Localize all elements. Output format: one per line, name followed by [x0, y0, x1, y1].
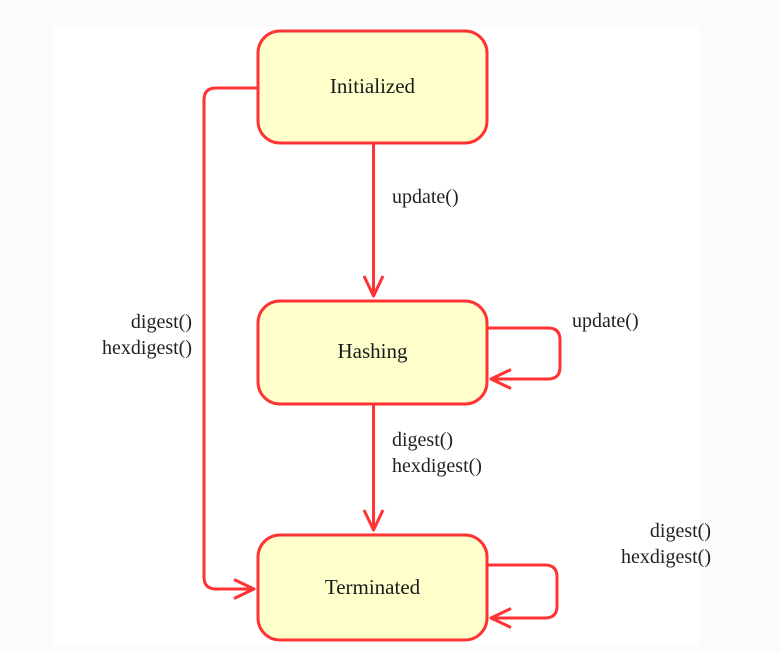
edge-label-hashing-to-terminated: digest() hexdigest(): [392, 429, 482, 477]
arrowhead-icon: [489, 607, 512, 629]
edge-label-line-2: hexdigest(): [621, 546, 711, 568]
edge-line: [487, 326, 562, 381]
arrowhead-icon: [362, 509, 385, 532]
edge-initialized-to-terminated: [202, 86, 258, 600]
state-initialized[interactable]: Initialized: [256, 29, 489, 145]
arrowhead-icon: [489, 368, 512, 390]
arrowhead-icon: [362, 275, 385, 298]
edge-label-hashing-self-update: update(): [572, 310, 639, 332]
edge-label-line-1: digest(): [650, 520, 711, 542]
state-box[interactable]: [256, 299, 489, 406]
arrowhead-icon: [233, 578, 256, 600]
edge-label-terminated-self-digest: digest() hexdigest(): [621, 520, 711, 568]
edge-labels-layer: update() update() digest() hexdigest() d…: [102, 186, 711, 568]
state-label-hashing: Hashing: [338, 339, 408, 363]
edge-terminated-self-digest: [487, 563, 559, 629]
state-box[interactable]: [256, 533, 489, 642]
edge-label-line-1: digest(): [131, 311, 192, 333]
state-label-initialized: Initialized: [330, 74, 416, 98]
edge-hashing-self-update: [487, 326, 562, 390]
states-layer: Initialized Hashing Terminated: [256, 29, 489, 642]
edge-hashing-to-terminated: [362, 404, 385, 532]
edge-label-line-1: digest(): [392, 429, 453, 451]
state-hashing[interactable]: Hashing: [256, 299, 489, 406]
edge-line: [202, 86, 258, 591]
edge-line: [487, 563, 559, 620]
edge-label-initialized-to-hashing: update(): [392, 186, 459, 208]
state-terminated[interactable]: Terminated: [256, 533, 489, 642]
edge-label-line-2: hexdigest(): [392, 455, 482, 477]
edges-layer: [202, 86, 562, 629]
edge-label-initialized-to-terminated: digest() hexdigest(): [102, 311, 192, 359]
edge-label-line-2: hexdigest(): [102, 337, 192, 359]
state-box[interactable]: [256, 29, 489, 145]
state-label-terminated: Terminated: [325, 575, 421, 599]
edge-initialized-to-hashing: [362, 143, 385, 298]
